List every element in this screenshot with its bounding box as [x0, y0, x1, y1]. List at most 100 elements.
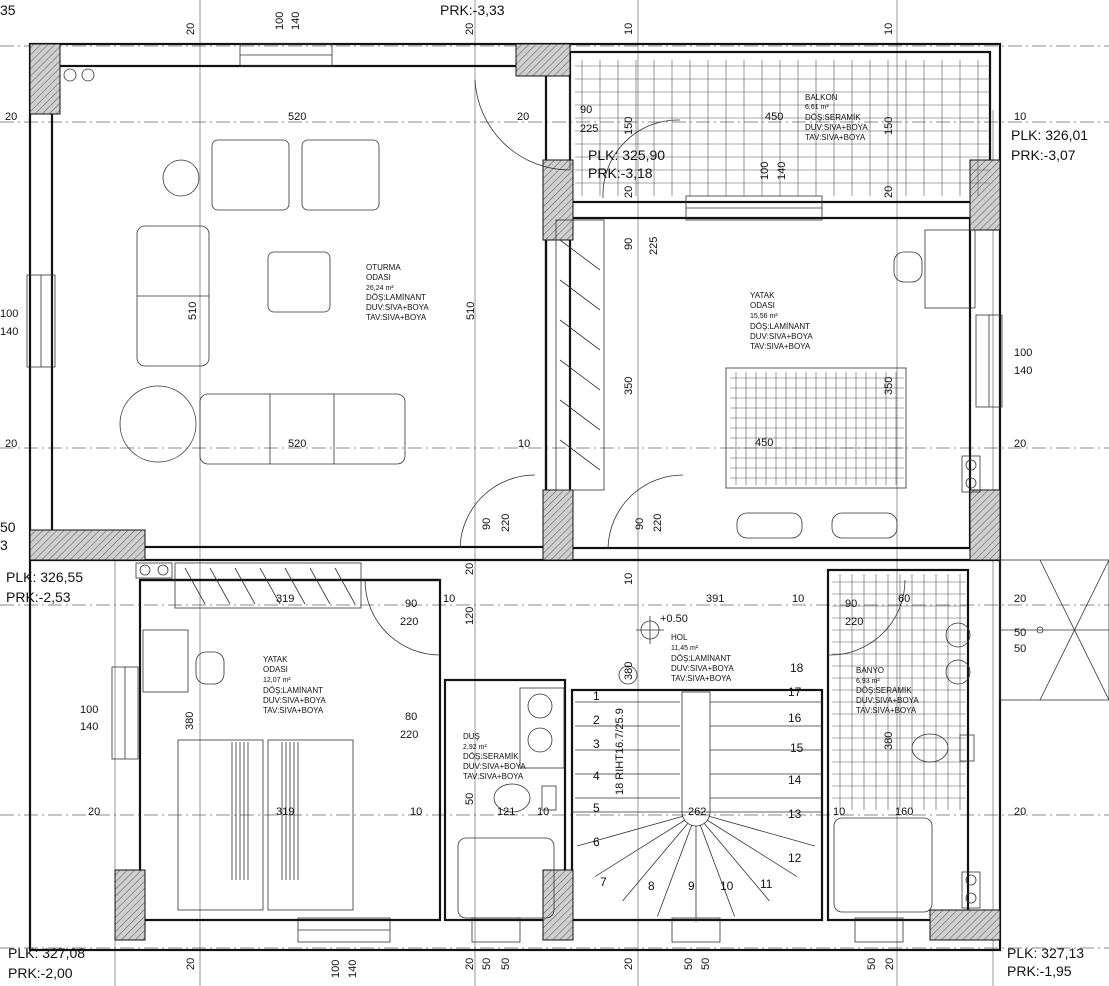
- stair-winder: [622, 823, 689, 902]
- svg-text:DÖŞ:LAMİNANT: DÖŞ:LAMİNANT: [750, 322, 810, 331]
- stair-step-number: 8: [648, 879, 655, 893]
- svg-text:26,24 m²: 26,24 m²: [366, 285, 394, 292]
- svg-text:391: 391: [706, 593, 724, 605]
- svg-text:220: 220: [500, 514, 512, 532]
- balkon-plk-label: PLK: 326,01: [1011, 127, 1088, 143]
- svg-text:100: 100: [80, 704, 98, 716]
- svg-text:DUV:SIVA+BOYA: DUV:SIVA+BOYA: [856, 696, 919, 705]
- wardrobe-line: [559, 279, 601, 311]
- bottom-left-prk-label: PRK:-2,00: [8, 965, 73, 981]
- svg-text:TAV:SIVA+BOYA: TAV:SIVA+BOYA: [750, 342, 811, 351]
- stair-winder: [709, 815, 815, 847]
- svg-text:20: 20: [464, 23, 476, 35]
- stair-step-number: 17: [788, 685, 802, 699]
- svg-text:6,93 m²: 6,93 m²: [856, 678, 880, 685]
- top-prk-label: PRK:-3,33: [440, 2, 505, 18]
- svg-text:220: 220: [652, 514, 664, 532]
- svg-text:319: 319: [276, 593, 294, 605]
- svg-text:121: 121: [497, 806, 515, 818]
- svg-text:60: 60: [898, 593, 910, 605]
- room-label-hol: HOL 11,45 m² DÖŞ:LAMİNANT DUV:SIVA+BOYA …: [671, 633, 734, 683]
- svg-text:10: 10: [1014, 111, 1026, 123]
- hol-level-label: +0.50: [660, 613, 688, 625]
- svg-text:DUV:SIVA+BOYA: DUV:SIVA+BOYA: [366, 303, 429, 312]
- stair-step-number: 6: [593, 835, 600, 849]
- balkon-prk-label: PRK:-3,07: [1011, 147, 1076, 163]
- svg-text:100: 100: [330, 960, 342, 978]
- svg-text:YATAK: YATAK: [263, 655, 288, 664]
- svg-text:140: 140: [0, 326, 18, 338]
- svg-text:50: 50: [500, 958, 512, 970]
- svg-text:DÖŞ:SERAMİK: DÖŞ:SERAMİK: [805, 113, 861, 122]
- svg-text:12,07 m²: 12,07 m²: [263, 677, 291, 684]
- stair-step-number: 13: [788, 807, 802, 821]
- stair-step-number: 18: [790, 661, 804, 675]
- svg-text:50: 50: [464, 793, 476, 805]
- room-label-banyo: BANYO 6,93 m² DÖŞ:SERAMİK DUV:SIVA+BOYA …: [856, 666, 919, 715]
- svg-text:520: 520: [288, 111, 306, 123]
- svg-text:DÖŞ:LAMİNANT: DÖŞ:LAMİNANT: [366, 293, 426, 302]
- svg-text:20: 20: [5, 438, 17, 450]
- svg-text:OTURMA: OTURMA: [366, 263, 401, 272]
- svg-text:50: 50: [1014, 643, 1026, 655]
- svg-text:510: 510: [465, 302, 477, 320]
- svg-text:TAV:SIVA+BOYA: TAV:SIVA+BOYA: [366, 313, 427, 322]
- svg-text:DUV:SIVA+BOYA: DUV:SIVA+BOYA: [750, 332, 813, 341]
- wardrobe-line: [259, 567, 281, 605]
- roof-detail: [999, 559, 1109, 701]
- svg-text:BANYO: BANYO: [856, 666, 884, 675]
- svg-text:100: 100: [1014, 347, 1032, 359]
- svg-text:380: 380: [883, 732, 895, 750]
- svg-text:140: 140: [80, 721, 98, 733]
- stair-step-number: 4: [593, 769, 600, 783]
- bedroom2-furniture: [135, 562, 362, 911]
- stair-step-number: 11: [760, 877, 773, 891]
- living-furniture: [63, 68, 406, 465]
- stair-winder: [703, 823, 770, 902]
- svg-text:90: 90: [405, 598, 417, 610]
- svg-text:ODASI: ODASI: [366, 273, 391, 282]
- svg-text:DUŞ: DUŞ: [463, 732, 480, 741]
- stair-step-number: 10: [720, 879, 734, 893]
- stair-winder: [594, 819, 685, 877]
- stair-step-number: 12: [788, 851, 802, 865]
- svg-text:10: 10: [623, 573, 635, 585]
- left-cut-a-label: 50: [0, 519, 16, 535]
- windows: [26, 43, 1003, 943]
- svg-text:DUV:SIVA+BOYA: DUV:SIVA+BOYA: [463, 762, 526, 771]
- svg-text:90: 90: [623, 238, 635, 250]
- stair-winder: [707, 819, 798, 877]
- svg-text:50: 50: [866, 958, 878, 970]
- svg-text:380: 380: [184, 712, 196, 730]
- svg-text:140: 140: [1014, 365, 1032, 377]
- bottom-left-plk-label: PLK: 327,08: [8, 945, 85, 961]
- wardrobe-line: [334, 567, 356, 605]
- svg-text:450: 450: [765, 111, 783, 123]
- svg-text:120: 120: [464, 607, 476, 625]
- svg-text:10: 10: [792, 593, 804, 605]
- svg-text:TAV:SIVA+BOYA: TAV:SIVA+BOYA: [463, 772, 524, 781]
- stair-winder: [699, 825, 736, 917]
- bath-fixtures: [457, 622, 981, 919]
- svg-text:DUV:SIVA+BOYA: DUV:SIVA+BOYA: [671, 664, 734, 673]
- svg-text:220: 220: [400, 729, 418, 741]
- svg-text:DÖŞ:LAMİNANT: DÖŞ:LAMİNANT: [671, 654, 731, 663]
- svg-text:DÖŞ:SERAMİK: DÖŞ:SERAMİK: [463, 752, 519, 761]
- stair-step-number: 15: [790, 741, 804, 755]
- room-label-yatak2: YATAK ODASI 12,07 m² DÖŞ:LAMİNANT DUV:SI…: [263, 655, 326, 715]
- stair-winder: [656, 825, 693, 917]
- stair-step-number: 5: [593, 801, 600, 815]
- svg-text:50: 50: [700, 958, 712, 970]
- wardrobe-line: [559, 319, 601, 351]
- wardrobe-line: [234, 567, 256, 605]
- svg-text:10: 10: [883, 23, 895, 35]
- svg-text:ODASI: ODASI: [750, 301, 775, 310]
- svg-text:11,45 m²: 11,45 m²: [671, 645, 699, 652]
- svg-text:20: 20: [88, 806, 100, 818]
- wardrobe-line: [559, 359, 601, 391]
- svg-text:20: 20: [185, 23, 197, 35]
- svg-text:20: 20: [1014, 593, 1026, 605]
- svg-text:140: 140: [776, 162, 788, 180]
